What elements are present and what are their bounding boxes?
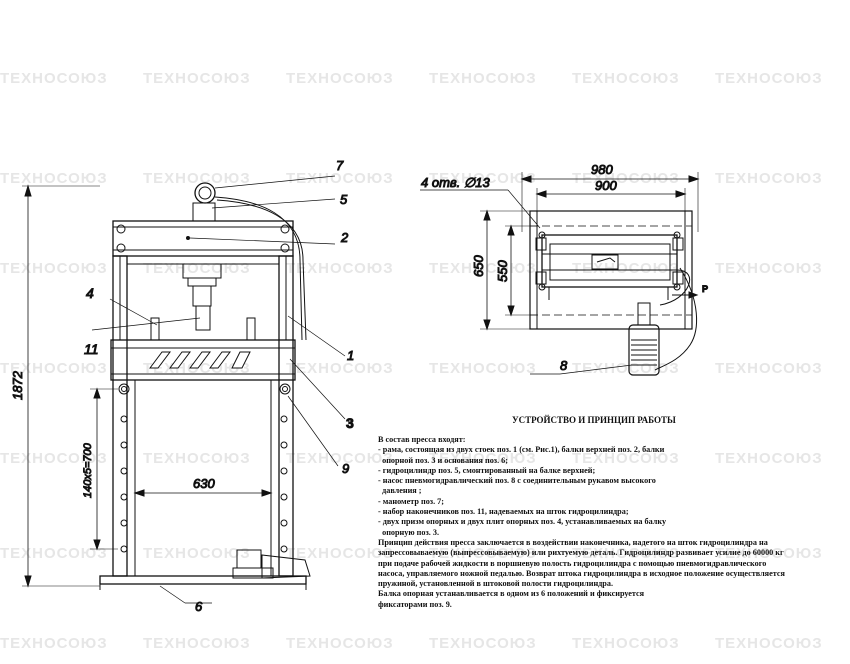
description-line: - насос пневмогидравлический поз. 8 с со… xyxy=(378,476,656,486)
callout-8: 8 xyxy=(560,358,568,373)
description-line: опорной поз. 3 и основания поз. 6; xyxy=(378,455,509,465)
description-line: насоса, управляемого ножной педалью. Воз… xyxy=(378,568,785,578)
description-line: при подаче рабочей жидкости в поршневую … xyxy=(378,558,767,568)
dim-depth-outer: 650 xyxy=(471,255,486,277)
description-line: опорную поз. 3. xyxy=(378,527,440,537)
callout-3: 3 xyxy=(346,415,354,431)
callout-1: 1 xyxy=(347,348,354,363)
callout-9: 9 xyxy=(342,461,349,476)
description-line: - рама, состоящая из двух стоек поз. 1 (… xyxy=(378,445,665,455)
description-line: давления ; xyxy=(378,486,422,496)
callout-6: 6 xyxy=(195,599,203,614)
dim-height: 1872 xyxy=(10,370,25,400)
section-title: УСТРОЙСТВО И ПРИНЦИП РАБОТЫ xyxy=(512,415,676,425)
callout-4: 4 xyxy=(86,285,94,301)
dim-span: 630 xyxy=(193,476,215,491)
force-label: P xyxy=(702,284,708,294)
dim-width-outer: 980 xyxy=(591,162,613,177)
description-line: пружиной, установленной в штоковой полос… xyxy=(378,579,614,589)
callout-5: 5 xyxy=(340,192,348,207)
description-line: запрессовываемую (выпрессовываемую) или … xyxy=(378,548,784,558)
front-view xyxy=(22,175,346,604)
dim-pitch: 140x5=700 xyxy=(82,442,94,498)
description-line: - манометр поз. 7; xyxy=(378,496,444,506)
callout-2: 2 xyxy=(340,230,349,245)
description-body: В состав пресса входят:- рама, состоящая… xyxy=(378,435,843,610)
description-line: Принцип действия пресса заключается в во… xyxy=(378,537,768,547)
description-line: - гидроцилиндр поз. 5, смонтированный на… xyxy=(378,465,596,475)
callout-11: 11 xyxy=(84,341,99,357)
callout-7: 7 xyxy=(336,158,344,173)
holes-label: 4 отв. ∅13 xyxy=(421,175,490,190)
dim-width-inner: 900 xyxy=(595,178,617,193)
description-line: Балка опорная устанавливается в одном из… xyxy=(378,589,645,599)
top-view xyxy=(420,172,700,376)
description-line: В состав пресса входят: xyxy=(378,435,466,444)
description-line: - набор наконечников поз. 11, надеваемых… xyxy=(378,507,629,517)
dim-depth-inner: 550 xyxy=(495,260,510,282)
description-line: фиксаторами поз. 9. xyxy=(378,599,452,609)
description-line: - двух призм опорных и двух плит опорных… xyxy=(378,517,667,527)
